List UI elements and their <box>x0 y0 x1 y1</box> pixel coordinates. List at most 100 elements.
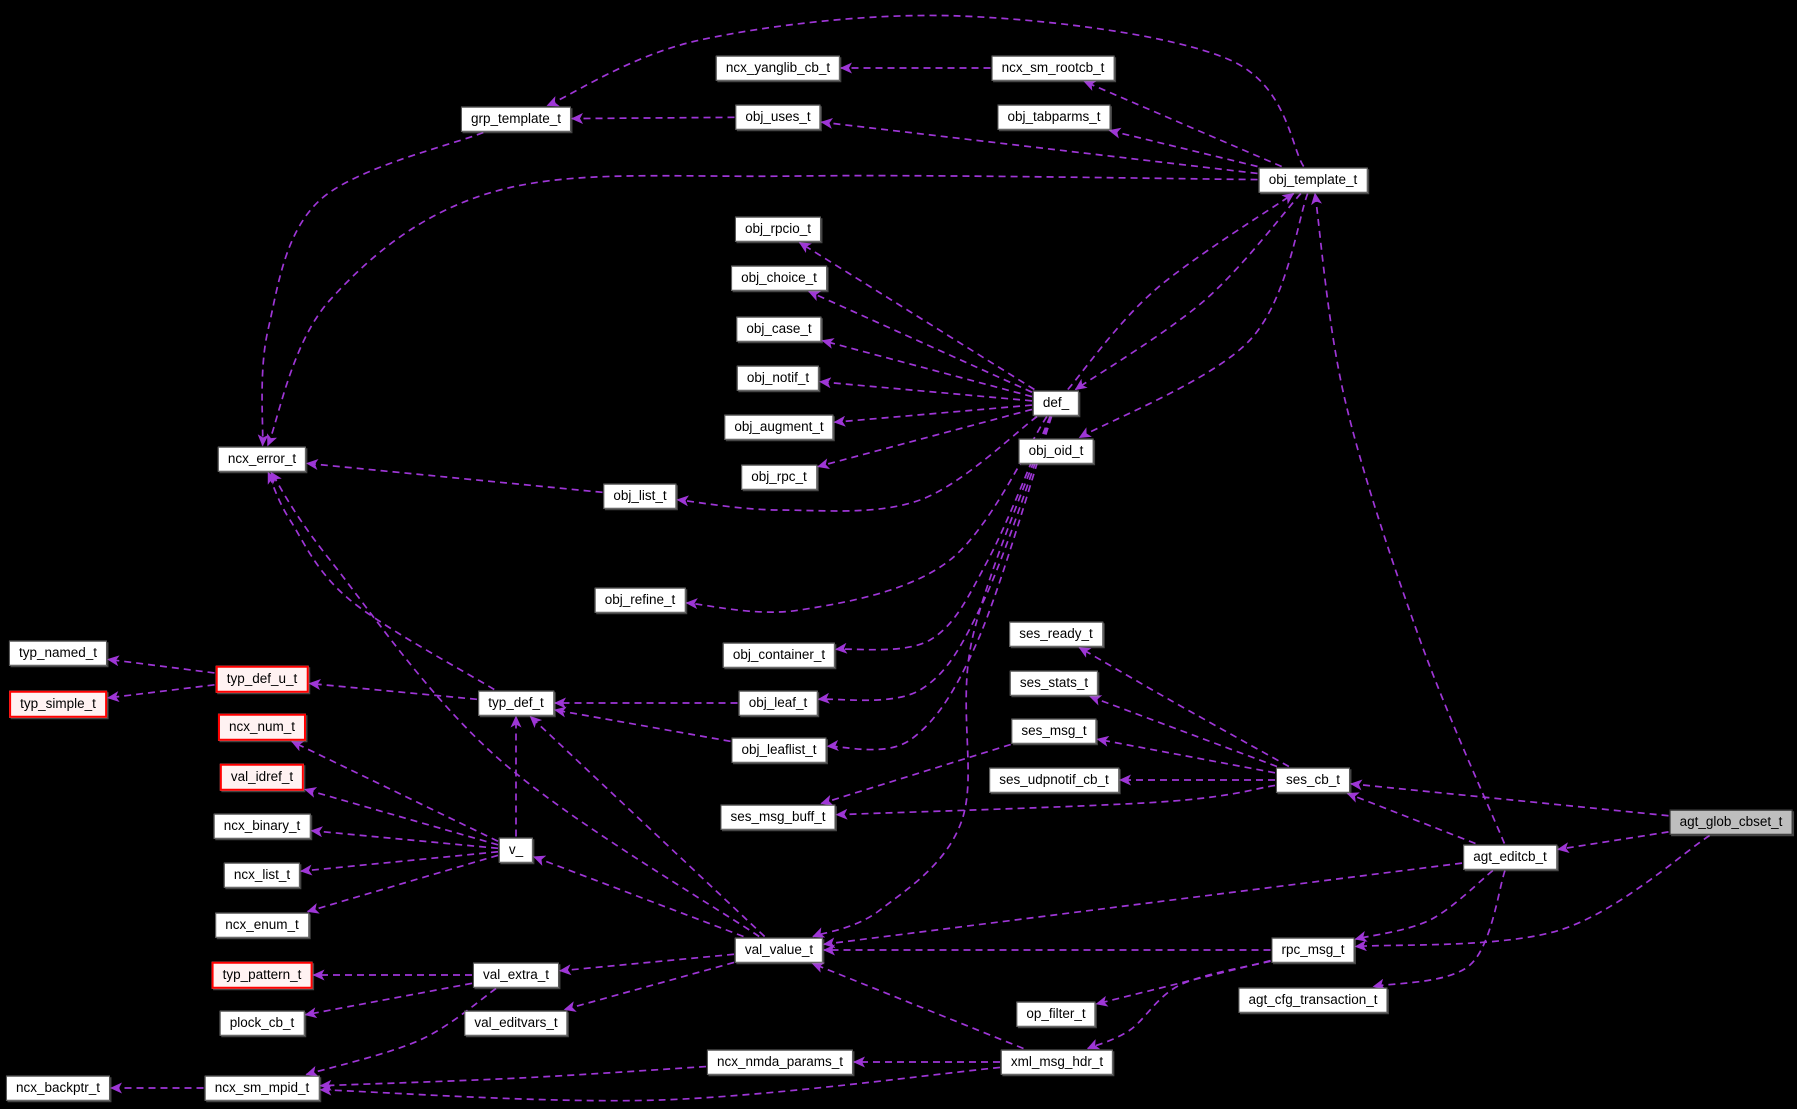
node-ncx_sm_mpid_t[interactable]: ncx_sm_mpid_t <box>204 1075 320 1101</box>
edge-agt_editcb_t-to-val_value_t <box>823 862 1463 949</box>
edge-def_-to-obj_container_t <box>835 416 1051 654</box>
node-ncx_yanglib_cb_t[interactable]: ncx_yanglib_cb_t <box>715 55 841 81</box>
node-typ_pattern_t[interactable]: typ_pattern_t <box>211 961 313 989</box>
edge-def_-to-obj_notif_t <box>819 377 1033 402</box>
node-agt_cfg_transaction_t[interactable]: agt_cfg_transaction_t <box>1238 987 1388 1013</box>
node-obj_uses_t[interactable]: obj_uses_t <box>735 104 821 130</box>
node-typ_simple_t[interactable]: typ_simple_t <box>9 690 107 718</box>
node-obj_oid_t[interactable]: obj_oid_t <box>1018 438 1094 464</box>
edge-def_-to-obj_list_t <box>676 415 1038 512</box>
edge-val_extra_t-to-ncx_sm_mpid_t <box>305 987 497 1077</box>
node-obj_notif_t[interactable]: obj_notif_t <box>736 365 820 391</box>
node-ncx_enum_t[interactable]: ncx_enum_t <box>215 912 309 938</box>
edge-def_-to-val_value_t <box>812 416 1053 938</box>
node-ncx_binary_t[interactable]: ncx_binary_t <box>213 813 311 839</box>
node-obj_rpcio_t[interactable]: obj_rpcio_t <box>734 216 822 242</box>
edge-agt_editcb_t-to-rpc_msg_t <box>1354 869 1494 942</box>
edge-obj_template_t-to-def_ <box>1074 192 1302 391</box>
node-typ_def_u_t[interactable]: typ_def_u_t <box>215 665 309 693</box>
edge-obj_template_t-to-ncx_sm_rootcb_t <box>1083 80 1282 168</box>
edge-obj_template_t-to-obj_uses_t <box>820 117 1258 175</box>
edge-typ_def_t-to-ncx_error_t <box>267 471 495 691</box>
edge-ncx_nmda_params_t-to-ncx_sm_mpid_t <box>319 1065 707 1091</box>
node-obj_choice_t[interactable]: obj_choice_t <box>731 265 827 291</box>
node-ncx_list_t[interactable]: ncx_list_t <box>223 862 301 888</box>
node-typ_def_t[interactable]: typ_def_t <box>478 690 554 716</box>
node-val_idref_t[interactable]: val_idref_t <box>219 763 305 791</box>
node-rpc_msg_t[interactable]: rpc_msg_t <box>1271 937 1355 963</box>
node-obj_leaflist_t[interactable]: obj_leaflist_t <box>731 737 827 763</box>
edge-def_-to-obj_choice_t <box>808 290 1033 393</box>
node-val_value_t[interactable]: val_value_t <box>734 937 824 963</box>
edge-obj_list_t-to-ncx_error_t <box>306 459 603 494</box>
edge-def_-to-obj_leaf_t <box>817 416 1052 704</box>
node-xml_msg_hdr_t[interactable]: xml_msg_hdr_t <box>1000 1049 1114 1075</box>
edge-typ_def_u_t-to-typ_named_t <box>107 655 215 674</box>
edge-val_value_t-to-val_extra_t <box>559 953 735 976</box>
node-plock_cb_t[interactable]: plock_cb_t <box>219 1010 305 1036</box>
node-obj_tabparms_t[interactable]: obj_tabparms_t <box>997 104 1111 130</box>
edge-obj_leaflist_t-to-typ_def_t <box>554 706 731 743</box>
node-def_[interactable]: def_ <box>1032 390 1080 416</box>
node-ncx_num_t[interactable]: ncx_num_t <box>217 713 307 741</box>
edge-val_extra_t-to-plock_cb_t <box>304 982 473 1019</box>
node-obj_refine_t[interactable]: obj_refine_t <box>594 587 686 613</box>
node-val_extra_t[interactable]: val_extra_t <box>472 962 560 988</box>
edge-agt_editcb_t-to-obj_template_t <box>1311 192 1506 844</box>
edge-val_value_t-to-ncx_error_t <box>270 471 760 938</box>
edge-v_-to-val_idref_t <box>304 787 499 846</box>
edge-v_-to-ncx_list_t <box>300 850 499 876</box>
edge-val_value_t-to-val_editvars_t <box>563 961 735 1012</box>
edge-def_-to-obj_augment_t <box>833 404 1033 427</box>
edge-agt_editcb_t-to-agt_cfg_transaction_t <box>1372 870 1506 990</box>
node-ncx_error_t[interactable]: ncx_error_t <box>217 446 307 472</box>
node-typ_named_t[interactable]: typ_named_t <box>8 640 108 666</box>
node-obj_rpc_t[interactable]: obj_rpc_t <box>741 464 817 490</box>
edge-def_-to-obj_template_t <box>1067 192 1295 391</box>
edge-ses_cb_t-to-ses_stats_t <box>1089 695 1278 768</box>
node-obj_template_t[interactable]: obj_template_t <box>1258 167 1368 193</box>
node-agt_glob_cbset_t[interactable]: agt_glob_cbset_t <box>1669 809 1793 835</box>
node-obj_augment_t[interactable]: obj_augment_t <box>724 414 834 440</box>
edge-val_value_t-to-typ_def_t <box>529 715 766 938</box>
edge-v_-to-ncx_num_t <box>291 740 499 843</box>
edge-obj_template_t-to-obj_oid_t <box>1078 193 1309 439</box>
node-ses_stats_t[interactable]: ses_stats_t <box>1009 670 1099 696</box>
node-ncx_backptr_t[interactable]: ncx_backptr_t <box>5 1075 111 1101</box>
edge-obj_template_t-to-obj_tabparms_t <box>1108 127 1258 168</box>
node-v_[interactable]: v_ <box>498 837 534 863</box>
edge-v_-to-ncx_binary_t <box>310 826 499 850</box>
node-val_editvars_t[interactable]: val_editvars_t <box>464 1010 568 1036</box>
node-ses_ready_t[interactable]: ses_ready_t <box>1009 621 1103 647</box>
node-ncx_sm_rootcb_t[interactable]: ncx_sm_rootcb_t <box>991 55 1115 81</box>
edge-agt_glob_cbset_t-to-agt_editcb_t <box>1557 831 1669 854</box>
edge-xml_msg_hdr_t-to-ncx_sm_mpid_t <box>319 1066 1001 1102</box>
edge-def_-to-obj_case_t <box>821 338 1033 398</box>
node-ses_cb_t[interactable]: ses_cb_t <box>1275 767 1351 793</box>
node-ses_msg_t[interactable]: ses_msg_t <box>1011 718 1097 744</box>
edge-typ_def_u_t-to-typ_simple_t <box>107 683 215 702</box>
edge-val_value_t-to-v_ <box>533 855 744 938</box>
edge-def_-to-obj_rpc_t <box>817 408 1033 470</box>
node-ses_udpnotif_cb_t[interactable]: ses_udpnotif_cb_t <box>989 767 1119 793</box>
edge-obj_uses_t-to-grp_template_t <box>571 112 735 124</box>
edge-agt_glob_cbset_t-to-ses_cb_t <box>1350 779 1669 817</box>
node-grp_template_t[interactable]: grp_template_t <box>460 106 572 132</box>
edge-agt_editcb_t-to-ses_cb_t <box>1346 792 1476 845</box>
edge-ses_cb_t-to-ses_msg_buff_t <box>835 784 1276 820</box>
edge-def_-to-obj_refine_t <box>685 416 1048 613</box>
edge-def_-to-obj_leaflist_t <box>826 416 1053 751</box>
node-ses_msg_buff_t[interactable]: ses_msg_buff_t <box>720 804 836 830</box>
node-obj_leaf_t[interactable]: obj_leaf_t <box>738 690 818 716</box>
node-op_filter_t[interactable]: op_filter_t <box>1016 1001 1096 1027</box>
node-agt_editcb_t[interactable]: agt_editcb_t <box>1463 844 1557 870</box>
edge-ses_cb_t-to-ses_msg_t <box>1096 735 1276 774</box>
edge-typ_def_t-to-typ_def_u_t <box>308 679 478 701</box>
edge-obj_template_t-to-ncx_error_t <box>266 174 1258 447</box>
node-ncx_nmda_params_t[interactable]: ncx_nmda_params_t <box>706 1049 854 1075</box>
node-obj_container_t[interactable]: obj_container_t <box>722 642 836 668</box>
node-obj_list_t[interactable]: obj_list_t <box>603 483 677 509</box>
node-obj_case_t[interactable]: obj_case_t <box>736 316 822 342</box>
